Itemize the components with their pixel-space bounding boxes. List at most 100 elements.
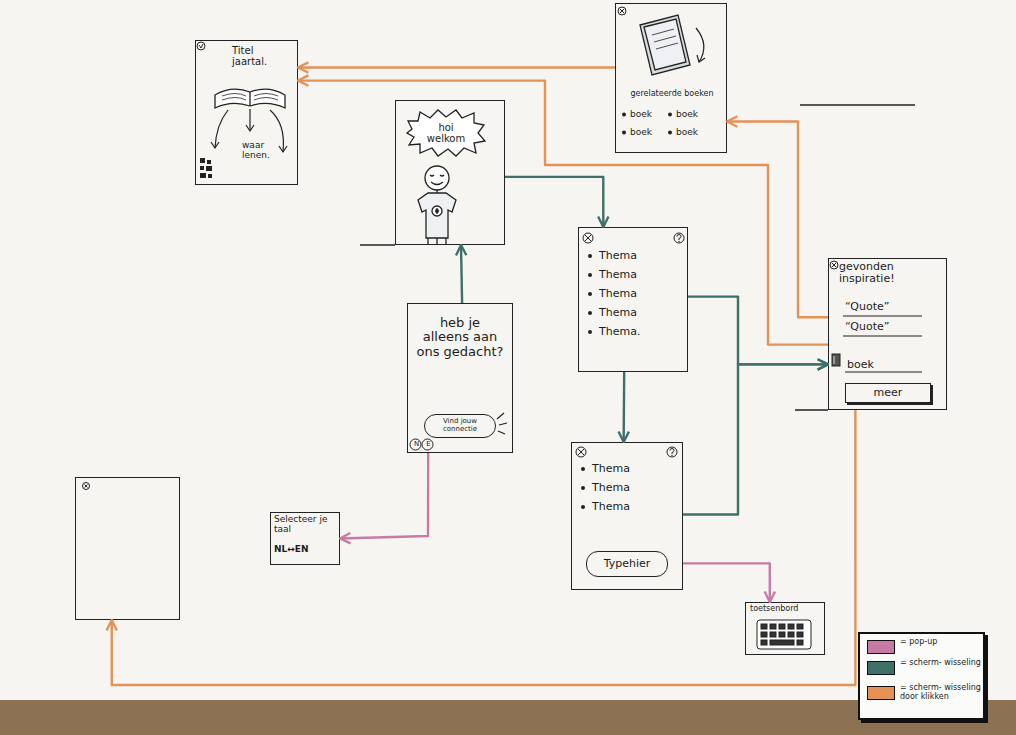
screen-change-connector	[683, 364, 828, 514]
close-icon	[578, 449, 584, 455]
book-drawing	[652, 29, 678, 49]
close-icon	[583, 233, 593, 243]
rounded-button: Vind jouw connectie	[424, 414, 496, 438]
screen-text: waar lenen.	[242, 141, 286, 161]
mascot-character	[418, 166, 456, 245]
language-toggle-circle	[410, 439, 421, 450]
mascot-character	[428, 238, 446, 245]
keyboard-drawing	[757, 620, 811, 649]
screen-text: Thema	[599, 288, 679, 300]
screen-text: Thema.	[599, 326, 679, 338]
close-icon	[83, 483, 90, 490]
screen-text: N	[412, 441, 422, 449]
qr-code	[200, 158, 212, 178]
open-book-drawing	[215, 89, 285, 108]
speech-bubble: hoi welkom	[406, 109, 486, 157]
screen-text: heb je alleens aan ons gedacht?	[416, 316, 504, 359]
mascot-character	[430, 175, 444, 176]
help-icon-dot	[671, 455, 672, 456]
close-icon	[199, 44, 203, 48]
app-screen: gevonden inspiratie!“Quote”“Quote”boekme…	[828, 258, 947, 410]
book-icon	[832, 354, 840, 366]
screen-change-connector	[622, 372, 625, 442]
qr-code	[208, 174, 212, 178]
qr-code	[200, 158, 205, 163]
rotate-arrow	[696, 28, 705, 62]
emphasis-stroke	[497, 413, 507, 434]
mascot-character	[418, 193, 456, 238]
book-icon	[834, 356, 835, 364]
mascot-character	[425, 166, 449, 190]
rotate-arrow	[697, 55, 705, 62]
keyboard-drawing	[761, 624, 767, 629]
open-book-drawing	[215, 89, 285, 108]
legend-box: = pop-up= scherm- wisseling= scherm- wis…	[858, 632, 985, 720]
popup-connector	[683, 563, 770, 602]
screen-change-connector	[505, 177, 603, 227]
keyboard-drawing	[757, 620, 811, 649]
underline	[845, 371, 922, 372]
open-book-drawing	[249, 92, 250, 106]
qr-code	[200, 166, 204, 170]
keyboard-drawing	[788, 624, 794, 629]
curved-arrow	[215, 110, 228, 148]
popup-box: Selecteer je taalNL↔EN	[270, 512, 340, 565]
bullet	[581, 486, 585, 490]
language-toggle-circle	[422, 439, 433, 450]
button-label: Typehier	[587, 558, 667, 570]
button-label: Vind jouw connectie	[427, 418, 493, 433]
button-label: Selecteer je taal	[274, 515, 338, 535]
bullet	[622, 113, 626, 117]
mascot-character	[431, 182, 443, 185]
curved-arrow	[246, 125, 254, 131]
screen-text: boek	[630, 110, 670, 120]
qr-code	[200, 173, 206, 178]
screen-text: Thema	[599, 307, 679, 319]
screen-text: Thema	[599, 269, 679, 281]
app-screen: heb je alleens aan ons gedacht?NEVind jo…	[407, 303, 513, 453]
screen-text: Thema	[592, 501, 672, 513]
book-drawing	[644, 19, 686, 70]
emphasis-stroke	[497, 413, 507, 434]
click-connector	[298, 66, 615, 68]
click-connector	[298, 81, 828, 345]
qr-code	[207, 160, 211, 164]
help-icon	[677, 235, 681, 241]
curved-arrow	[270, 110, 283, 152]
close-icon	[585, 235, 591, 241]
help-icon-dot	[678, 241, 679, 242]
close-icon	[832, 263, 836, 267]
qr-code	[206, 166, 212, 171]
close-icon	[197, 42, 205, 50]
keyboard-drawing	[797, 624, 803, 629]
bullet	[588, 292, 592, 296]
bullet	[622, 131, 626, 135]
app-screen: ThemaThemaThemaTypehier	[571, 442, 683, 590]
help-icon-dot	[671, 241, 679, 456]
paper-sheet	[0, 0, 1016, 700]
keyboard-drawing	[779, 624, 785, 629]
screen-text: boek	[676, 110, 716, 120]
separator-line	[800, 104, 915, 106]
legend-label: = scherm- wisseling door klikken	[900, 684, 982, 702]
close-icon	[830, 261, 838, 269]
screen-text: “Quote”	[845, 321, 935, 333]
bullet	[588, 311, 592, 315]
app-screen: gerelateerde boekenboekboekboekboek	[615, 3, 727, 153]
screen-text: gerelateerde boeken	[620, 90, 724, 99]
close-icon	[618, 7, 626, 15]
curved-arrow	[279, 146, 287, 152]
underline	[843, 335, 922, 336]
button-label: toetsenbord	[750, 605, 822, 614]
bullet	[581, 505, 585, 509]
keyboard-drawing	[779, 632, 785, 637]
keyboard-drawing	[761, 624, 803, 645]
screen-text: Thema	[599, 250, 679, 262]
bullet	[581, 467, 585, 471]
separator-line	[795, 409, 828, 411]
screen-text: Titel jaartal.	[232, 45, 276, 67]
screen-text: boek	[630, 128, 670, 138]
screen-text: “Quote”	[845, 301, 935, 313]
keyboard-drawing	[788, 632, 794, 637]
help-icon	[674, 233, 684, 243]
